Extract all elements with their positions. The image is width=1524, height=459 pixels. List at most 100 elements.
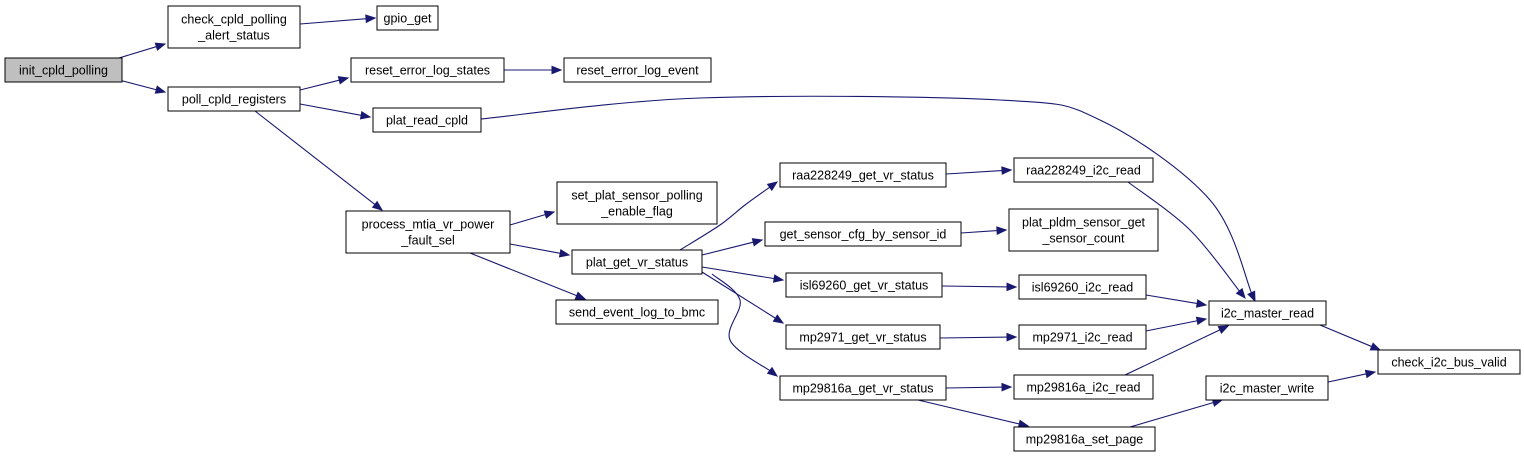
arrowhead	[1235, 287, 1246, 300]
arrowhead	[766, 366, 779, 377]
arrowhead	[996, 226, 1008, 235]
node-label: reset_error_log_event	[576, 64, 699, 78]
node-plat-pldm-sensor-get-sensor-count[interactable]: plat_pldm_sensor_get _sensor_count	[1008, 208, 1159, 252]
edge-process_mtia_vr_power_fault_sel-to-set_plat_sensor_polling_enable_flag	[509, 210, 556, 226]
node-check-i2c-bus-valid[interactable]: check_i2c_bus_valid	[1377, 349, 1521, 375]
arrowhead	[1006, 332, 1018, 342]
arrowhead	[766, 181, 779, 192]
arrowhead	[371, 200, 384, 211]
node-label: i2c_master_write	[1220, 382, 1315, 396]
arrowhead	[543, 210, 556, 219]
node-label: poll_cpld_registers	[182, 93, 286, 107]
node-label: mp29816a_set_page	[1026, 433, 1144, 447]
edge-plat_get_vr_status-to-mp2971_get_vr_status	[701, 271, 785, 324]
node-label: _sensor_count	[1041, 232, 1125, 246]
arrowhead	[772, 274, 785, 283]
node-label: plat_read_cpld	[386, 114, 468, 128]
node-gpio-get[interactable]: gpio_get	[376, 5, 439, 31]
node-label: set_plat_sensor_polling	[571, 189, 702, 203]
node-label: check_i2c_bus_valid	[1391, 356, 1506, 370]
arrowhead	[574, 291, 587, 300]
edge-mp2971_get_vr_status-to-mp2971_i2c_read	[939, 332, 1018, 342]
node-mp2971-get-vr-status[interactable]: mp2971_get_vr_status	[785, 324, 941, 350]
node-label: init_cpld_polling	[19, 64, 108, 78]
node-i2c-master-write[interactable]: i2c_master_write	[1205, 375, 1329, 401]
node-plat-read-cpld[interactable]: plat_read_cpld	[372, 107, 482, 133]
edge-mp29816a_set_page-to-i2c_master_write	[1129, 398, 1224, 428]
arrowhead	[1364, 369, 1377, 379]
node-label: mp2971_get_vr_status	[799, 331, 926, 345]
edge-init_cpld_polling-to-check_cpld_polling_alert_status	[118, 42, 167, 59]
arrowhead	[1017, 419, 1030, 429]
edge-init_cpld_polling-to-poll_cpld_registers	[118, 79, 167, 94]
node-isl69260-i2c-read[interactable]: isl69260_i2c_read	[1018, 274, 1147, 300]
node-mp2971-i2c-read[interactable]: mp2971_i2c_read	[1018, 324, 1147, 350]
edge-i2c_master_write-to-check_i2c_bus_valid	[1327, 369, 1377, 383]
edge-plat_get_vr_status-to-get_sensor_cfg_by_sensor_id	[701, 238, 764, 256]
arrowhead	[551, 65, 563, 75]
node-process-mtia-vr-power-fault-sel[interactable]: process_mtia_vr_power_fault_sel	[345, 210, 511, 254]
arrowhead	[1006, 282, 1018, 292]
node-reset-error-log-event[interactable]: reset_error_log_event	[563, 57, 712, 83]
node-raa228249-i2c-read[interactable]: raa228249_i2c_read	[1013, 157, 1154, 183]
node-label: gpio_get	[384, 12, 432, 26]
arrowhead	[1195, 299, 1208, 308]
node-set-plat-sensor-polling-enable-flag[interactable]: set_plat_sensor_polling _enable_flag	[556, 181, 718, 225]
node-i2c-master-read[interactable]: i2c_master_read	[1208, 300, 1327, 326]
edge-mp29816a_get_vr_status-to-mp29816a_set_page	[917, 399, 1030, 429]
node-check-cpld-polling-alert-status[interactable]: check_cpld_polling _alert_status	[167, 5, 301, 49]
node-label: _enable_flag	[600, 205, 673, 219]
node-plat-get-vr-status[interactable]: plat_get_vr_status	[571, 249, 703, 275]
node-poll-cpld-registers[interactable]: poll_cpld_registers	[167, 86, 301, 112]
node-mp29816a-i2c-read[interactable]: mp29816a_i2c_read	[1013, 374, 1154, 400]
node-label: get_sensor_cfg_by_sensor_id	[780, 228, 947, 242]
edge-isl69260_i2c_read-to-i2c_master_read	[1145, 294, 1208, 308]
edge-i2c_master_read-to-check_i2c_bus_valid	[1319, 324, 1382, 351]
node-label: _alert_status	[197, 29, 270, 43]
node-label: isl69260_get_vr_status	[800, 279, 929, 293]
node-label: raa228249_get_vr_status	[792, 169, 934, 183]
node-label: plat_get_vr_status	[586, 256, 688, 270]
arrowhead	[772, 314, 785, 324]
arrowhead	[154, 85, 167, 94]
arrowhead	[751, 238, 764, 247]
node-init-cpld-polling[interactable]: init_cpld_polling	[4, 57, 123, 83]
edge-plat_read_cpld-to-i2c_master_read	[480, 95, 1256, 303]
node-label: raa228249_i2c_read	[1026, 164, 1141, 178]
node-label: mp29816a_get_vr_status	[792, 382, 933, 396]
node-mp29816a-get-vr-status[interactable]: mp29816a_get_vr_status	[779, 375, 947, 401]
edge-mp29816a_get_vr_status-to-mp29816a_i2c_read	[945, 382, 1013, 392]
node-label: reset_error_log_states	[365, 64, 490, 78]
node-label: mp2971_i2c_read	[1032, 331, 1132, 345]
node-mp29816a-set-page[interactable]: mp29816a_set_page	[1013, 426, 1156, 452]
edge-mp29816a_i2c_read-to-i2c_master_read	[1124, 325, 1230, 376]
node-label: isl69260_i2c_read	[1032, 281, 1134, 295]
edge-reset_error_log_states-to-reset_error_log_event	[504, 65, 563, 75]
node-label: plat_pldm_sensor_get	[1022, 216, 1146, 230]
node-isl69260-get-vr-status[interactable]: isl69260_get_vr_status	[785, 272, 943, 298]
node-raa228249-get-vr-status[interactable]: raa228249_get_vr_status	[779, 162, 947, 188]
edge-poll_cpld_registers-to-reset_error_log_states	[299, 76, 350, 91]
node-label: send_event_log_to_bmc	[569, 306, 705, 320]
node-label: check_cpld_polling	[181, 13, 287, 27]
node-reset-error-log-states[interactable]: reset_error_log_states	[350, 57, 505, 83]
edge-isl69260_get_vr_status-to-isl69260_i2c_read	[941, 282, 1018, 292]
arrowhead	[154, 42, 167, 51]
node-label: mp29816a_i2c_read	[1027, 381, 1141, 395]
node-label: i2c_master_read	[1221, 307, 1314, 321]
edge-plat_get_vr_status-to-mp29816a_get_vr_status	[711, 273, 779, 377]
node-send-event-log-to-bmc[interactable]: send_event_log_to_bmc	[555, 299, 719, 325]
arrowhead	[1247, 290, 1256, 303]
arrowhead	[1195, 316, 1208, 326]
edge-plat_get_vr_status-to-raa228249_get_vr_status	[679, 181, 779, 251]
edge-poll_cpld_registers-to-plat_read_cpld	[299, 103, 372, 120]
node-get-sensor-cfg-by-sensor-id[interactable]: get_sensor_cfg_by_sensor_id	[764, 221, 962, 247]
edge-check_cpld_polling_alert_status-to-gpio_get	[299, 14, 377, 25]
arrowhead	[337, 76, 350, 85]
edge-process_mtia_vr_power_fault_sel-to-send_event_log_to_bmc	[469, 252, 587, 300]
arrowhead	[558, 248, 571, 258]
edge-plat_get_vr_status-to-isl69260_get_vr_status	[701, 266, 785, 283]
edge-get_sensor_cfg_by_sensor_id-to-plat_pldm_sensor_get_sensor_count	[960, 226, 1008, 235]
arrowhead	[1369, 342, 1382, 351]
